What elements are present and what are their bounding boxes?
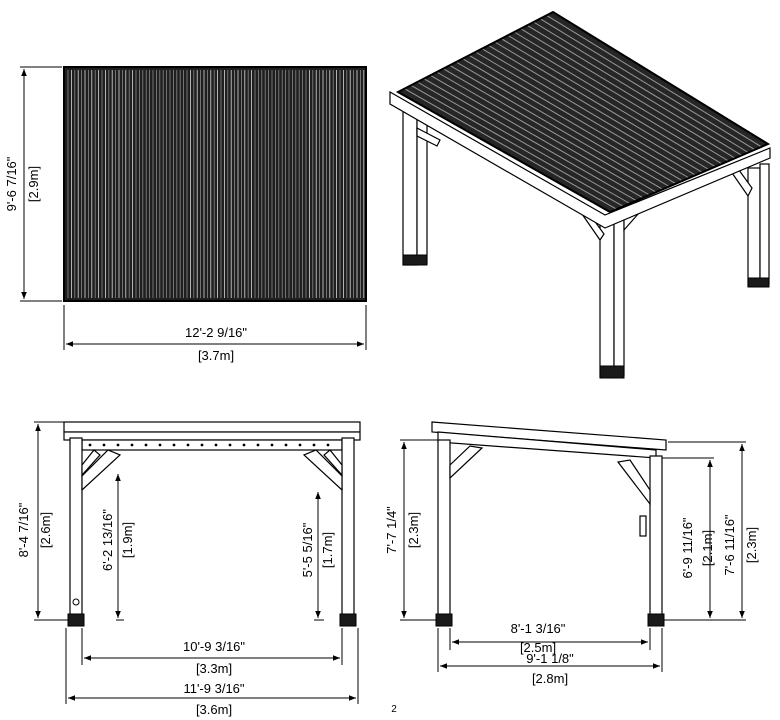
top-height-metric: [2.9m] — [26, 166, 41, 202]
front-total-height-imperial: 8'-4 7/16" — [16, 502, 31, 557]
side-outer-depth-metric: [2.8m] — [532, 671, 568, 686]
front-header-beam — [81, 439, 343, 451]
page-number: 2 — [391, 704, 397, 715]
front-post-left — [69, 437, 83, 621]
isometric-view — [389, 10, 771, 379]
front-post-right — [341, 437, 355, 621]
side-inner-depth-imperial: 8'-1 3/16" — [511, 621, 566, 636]
side-right-height-metric: [2.3m] — [744, 527, 759, 563]
side-inner-depth-metric: [2.5m] — [520, 640, 556, 655]
front-outer-width-imperial: 11'-9 3/16" — [183, 681, 244, 696]
top-view — [20, 66, 367, 350]
post-front — [599, 214, 615, 378]
front-view — [34, 421, 361, 704]
side-left-height-imperial: 7'-7 1/4" — [384, 506, 399, 554]
side-roof — [431, 421, 667, 451]
side-post-right — [649, 455, 663, 621]
side-view — [400, 421, 746, 672]
front-outer-width-metric: [3.6m] — [196, 702, 232, 717]
side-outer-depth-imperial: 9'-1 1/8" — [526, 651, 574, 666]
roof-panel-plan — [63, 66, 367, 302]
front-inner-right-metric: [1.7m] — [320, 532, 335, 568]
front-total-height-metric: [2.6m] — [38, 512, 53, 548]
front-inner-left-imperial: 6'-2 13/16" — [100, 509, 115, 571]
roof-beam-3d — [389, 90, 771, 229]
roof-ribs — [67, 70, 365, 298]
top-width-imperial: 12'-2 9/16" — [185, 325, 247, 340]
front-roof-edge — [63, 421, 361, 433]
side-left-height-metric: [2.3m] — [406, 512, 421, 548]
front-inner-right-imperial: 5'-5 5/16" — [300, 522, 315, 577]
roof-outline-plan — [63, 66, 367, 302]
side-post-left — [437, 439, 451, 621]
front-inner-left-metric: [1.9m] — [120, 522, 135, 558]
side-inner-height-metric: [2.1m] — [700, 530, 715, 566]
front-inner-width-metric: [3.3m] — [196, 661, 232, 676]
front-inner-width-imperial: 10'-9 3/16" — [183, 639, 245, 654]
side-right-height-imperial: 7'-6 11/16" — [722, 514, 737, 575]
top-width-metric: [3.7m] — [198, 348, 234, 363]
side-inner-height-imperial: 6'-9 11/16" — [680, 517, 695, 578]
post-back-left — [402, 109, 418, 266]
top-height-imperial: 9'-6 7/16" — [4, 156, 19, 211]
